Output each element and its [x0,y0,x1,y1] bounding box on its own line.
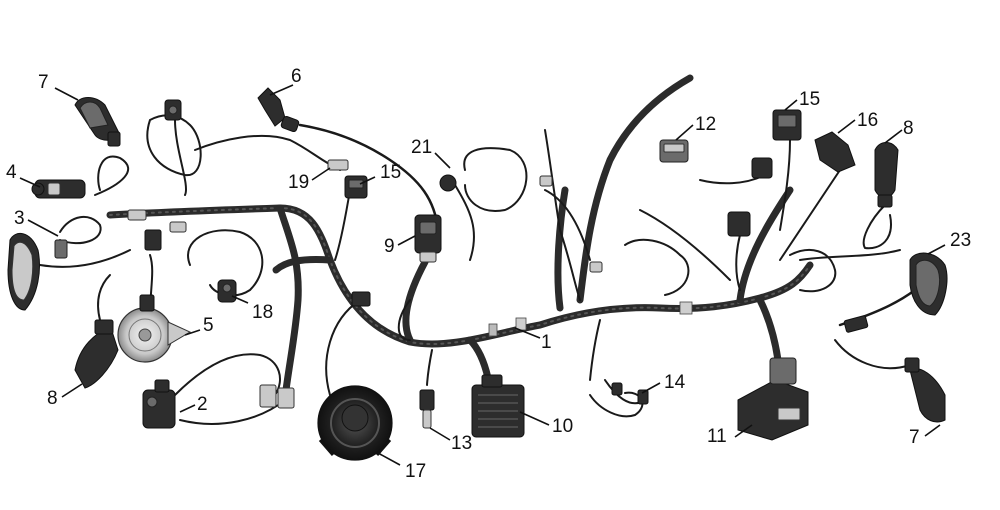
turn-signal-front-left [74,97,121,147]
callout-23: 23 [950,230,971,251]
callout-10: 10 [552,416,573,437]
small-connector [54,239,68,259]
callout-13: 13 [451,433,472,454]
spark-plug-cap [257,87,300,133]
callout-17: 17 [405,461,426,482]
connector-15-right [727,109,802,237]
callout-7-front-left: 7 [38,72,49,93]
horn [117,294,192,363]
callout-19: 19 [288,172,309,193]
callout-5: 5 [203,315,214,336]
callout-6: 6 [291,66,302,87]
regulator-rectifier [471,374,525,438]
turn-signal-rear-left [74,319,119,389]
callout-2: 2 [197,394,208,415]
callout-18: 18 [252,302,273,323]
ignition-coil [414,214,442,263]
starter-component [142,379,176,429]
callout-8-rear-left: 8 [47,388,58,409]
leader-lines [19,84,946,466]
callout-11: 11 [707,426,727,447]
callout-12: 12 [695,114,716,135]
callout-21: 21 [411,137,432,158]
connector-cluster-left [127,99,187,251]
callout-14: 14 [664,372,686,393]
hi-tension-lead [439,174,457,192]
callout-16: 16 [857,110,878,131]
temperature-sensor [419,389,435,429]
sensor-18 [217,279,237,303]
tail-light [909,252,948,316]
cdi-unit [737,357,809,441]
cooling-fan [317,291,393,461]
callout-15-left: 15 [380,162,401,183]
connector-19 [327,159,349,171]
callout-9: 9 [384,236,395,257]
callout-8-front-right: 8 [903,118,914,139]
main-wiring-loom [106,74,814,394]
callout-3: 3 [14,208,25,229]
double-connector [259,384,295,409]
relay-12 [659,139,689,163]
ignition-switch [31,179,86,199]
callout-4: 4 [6,162,17,183]
turn-signal-front-right [874,142,899,208]
callout-7-rear-right: 7 [909,427,920,448]
thin-wires [39,114,917,425]
connector-16 [814,131,856,173]
callout-1: 1 [541,332,552,353]
connector-rear [843,315,869,333]
headlight [7,232,40,311]
connector-cluster-center [539,175,649,405]
relay-left [344,175,368,199]
callout-15-right: 15 [799,89,820,110]
turn-signal-rear-right [904,357,946,423]
callout-labels: 1 2 3 4 5 6 7 7 8 8 9 10 11 12 13 14 15 … [6,66,971,482]
